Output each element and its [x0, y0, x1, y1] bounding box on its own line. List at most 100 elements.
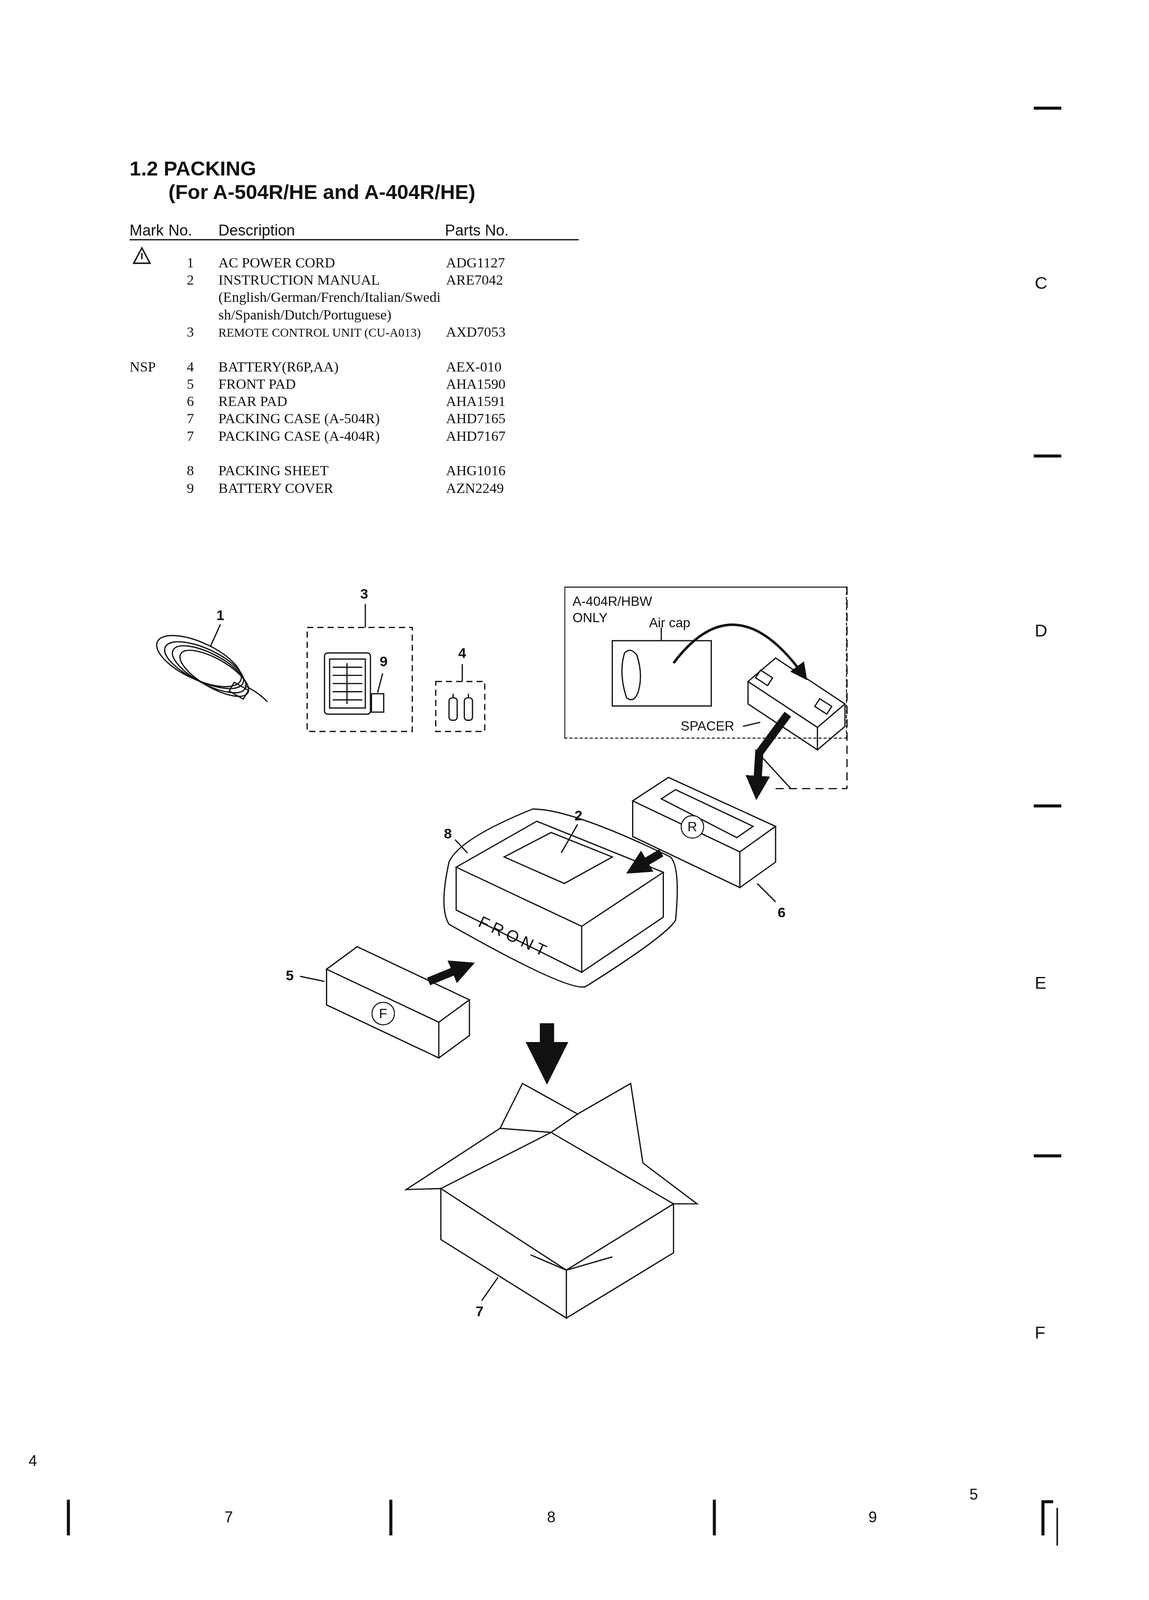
spacer-inset-part — [621, 650, 641, 701]
grid-letter: E — [1034, 973, 1047, 995]
box-marking: FRONT — [475, 912, 554, 963]
remote-control-group-part — [377, 673, 383, 693]
packing-case-part — [642, 1163, 698, 1205]
table-cell: PACKING CASE (A-404R) — [218, 428, 380, 446]
packing-case-part — [566, 1204, 674, 1319]
packed-unit-part — [503, 832, 613, 885]
remote-control-group-part — [364, 604, 366, 628]
table-cell: BATTERY COVER — [218, 480, 334, 499]
battery-group-part — [452, 693, 454, 698]
spacer-inset-part — [673, 624, 803, 674]
table-cell: AZN2249 — [445, 480, 504, 499]
margin-marks-part — [66, 1500, 70, 1536]
battery-group — [435, 664, 486, 732]
spacer-inset-part — [742, 722, 761, 727]
table-cell: 5 — [186, 376, 195, 394]
callout-number: 5 — [285, 967, 294, 985]
remote-control-group-part — [371, 693, 384, 713]
power-cord-part — [244, 685, 268, 703]
table-rule-part — [129, 239, 579, 241]
callout-number: 8 — [443, 825, 452, 843]
table-rule — [129, 239, 579, 241]
table-cell: AHD7165 — [445, 411, 506, 429]
grid-letter: F — [1034, 1323, 1046, 1345]
margin-marks-part — [1042, 1502, 1053, 1536]
table-cell: AHG1016 — [445, 463, 506, 481]
table-cell: 9 — [186, 480, 195, 499]
table-cell: 1 — [186, 255, 195, 273]
circle-marker: R — [680, 815, 704, 839]
rear-pad-part — [661, 789, 754, 838]
callout-number: 7 — [475, 1303, 484, 1321]
title: 1.2 PACKING — [129, 156, 257, 181]
battery-group-part — [448, 697, 457, 721]
battery-group-part — [464, 697, 473, 721]
packed-unit — [443, 809, 678, 988]
table-cell: AC POWER CORD — [218, 255, 336, 273]
table-cell: AHD7167 — [445, 428, 506, 446]
margin-marks-part — [1056, 1508, 1059, 1547]
circle-letter: F — [379, 1005, 388, 1022]
column-header: Mark — [129, 221, 164, 240]
front-pad-part — [326, 969, 439, 1059]
front-pad — [299, 947, 470, 1059]
packing-case — [406, 1083, 698, 1319]
warning-symbol-part — [133, 247, 150, 263]
front-pad-part — [299, 976, 325, 982]
callout-number: 3 — [360, 585, 369, 604]
grid-letter: C — [1034, 273, 1048, 295]
packing-case-part — [406, 1128, 551, 1191]
column-header: Parts No. — [444, 221, 509, 240]
down-arrow — [546, 1023, 548, 1060]
table-cell: REAR PAD — [218, 393, 288, 412]
battery-group-part — [461, 664, 463, 682]
front-pad-part — [438, 999, 470, 1059]
spacer-inset-part — [814, 698, 832, 715]
battery-group-part — [467, 693, 470, 698]
power-cord-part — [210, 624, 221, 647]
table-cell: INSTRUCTION MANUAL (English/German/Frenc… — [218, 272, 445, 324]
down-arrow-part — [539, 1023, 554, 1060]
spacer-inset-part — [755, 670, 773, 686]
callout-number: 2 — [574, 807, 583, 825]
table-cell: AHA1590 — [445, 376, 506, 394]
inset-text: Air cap — [648, 615, 690, 632]
callout-number: 9 — [379, 653, 388, 671]
spacer-inset-part — [612, 640, 712, 707]
power-cord-part — [158, 632, 250, 699]
margin-marks-part — [1033, 106, 1062, 110]
spacer-inset-part — [775, 788, 848, 790]
warning-symbol-part — [141, 253, 143, 260]
packed-unit-part — [443, 809, 678, 988]
inset-box: A-404R/HBW ONLYAir capSPACER — [564, 586, 848, 739]
grid-number: 7 — [224, 1508, 234, 1527]
packed-unit-part — [561, 824, 578, 853]
spacer-inset — [612, 586, 848, 789]
table-cell: FRONT PAD — [218, 376, 296, 394]
table-cell: 3 — [186, 324, 195, 342]
packed-unit-part — [581, 872, 664, 973]
table-cell: 4 — [186, 359, 195, 377]
table-cell: ADG1127 — [445, 255, 505, 273]
packing-case-part — [440, 1132, 674, 1205]
packed-unit-part — [456, 821, 664, 927]
rear-pad-part — [757, 883, 776, 903]
margin-marks-part — [712, 1500, 716, 1536]
margin-marks-part — [1033, 804, 1062, 808]
rear-pad-part — [739, 826, 776, 888]
table-cell: 8 — [186, 463, 195, 481]
packing-case-part — [440, 1188, 567, 1319]
power-cord-part — [229, 682, 249, 700]
remote-control-group — [306, 604, 412, 732]
table-cell: 6 — [186, 393, 195, 412]
front-pad-part — [326, 947, 470, 1023]
callout-number: 1 — [216, 607, 225, 625]
margin-marks-part — [389, 1500, 393, 1536]
table-cell: NSP — [129, 359, 156, 377]
callout-number: 6 — [777, 904, 786, 922]
power-cord-part — [173, 641, 255, 706]
margin-marks-part — [1033, 454, 1062, 458]
front-pad-part — [428, 968, 462, 982]
